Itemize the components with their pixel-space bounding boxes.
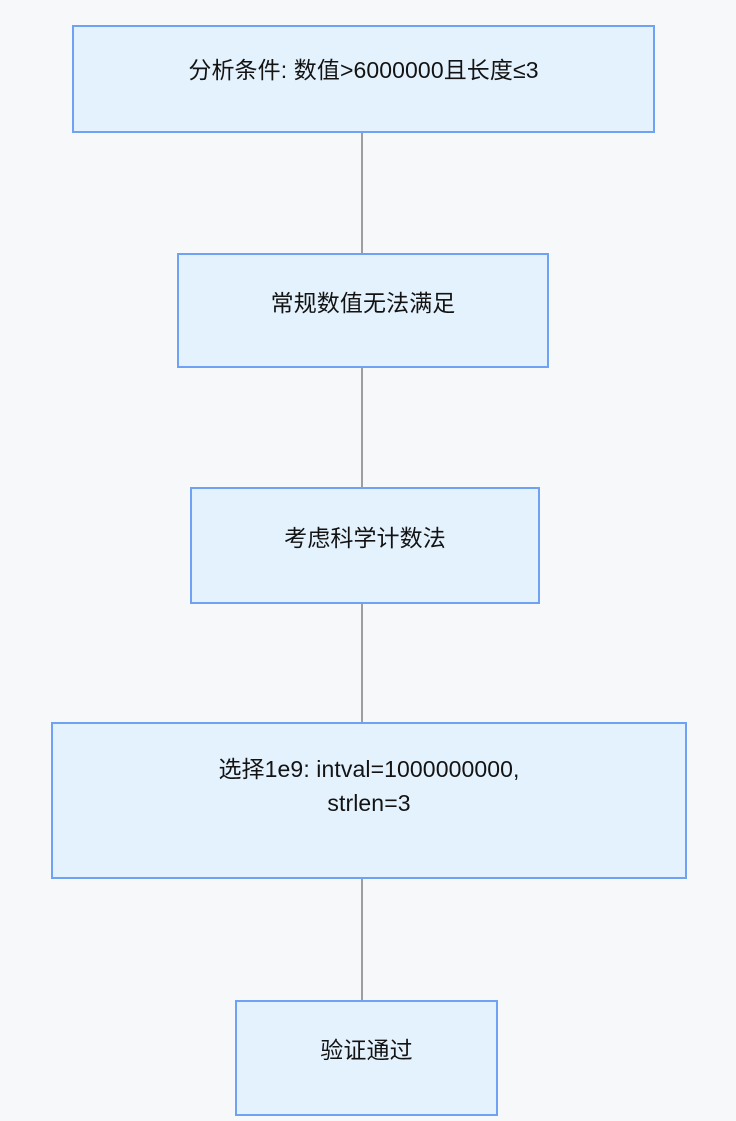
flow-node-label: 分析条件: 数值>6000000且长度≤3 — [188, 57, 539, 83]
flow-node-label: 选择1e9: intval=1000000000, strlen=3 — [218, 755, 520, 816]
flow-node-normal-value-fails[interactable]: 常规数值无法满足 — [177, 253, 549, 368]
flow-edge-n4-n5 — [354, 879, 370, 1012]
flow-node-analysis-condition[interactable]: 分析条件: 数值>6000000且长度≤3 — [72, 25, 655, 133]
flow-edge-n2-n3 — [354, 368, 370, 499]
flow-node-label: 验证通过 — [320, 1037, 413, 1063]
flow-node-label: 考虑科学计数法 — [284, 524, 446, 551]
flow-node-label: 常规数值无法满足 — [270, 289, 456, 316]
flow-edge-n1-n2 — [354, 133, 370, 265]
flow-node-choose-1e9[interactable]: 选择1e9: intval=1000000000, strlen=3 — [51, 722, 687, 879]
flow-node-validation-passed[interactable]: 验证通过 — [235, 1000, 498, 1116]
flow-node-consider-scientific-notation[interactable]: 考虑科学计数法 — [190, 487, 540, 604]
flow-edge-n3-n4 — [354, 604, 370, 734]
